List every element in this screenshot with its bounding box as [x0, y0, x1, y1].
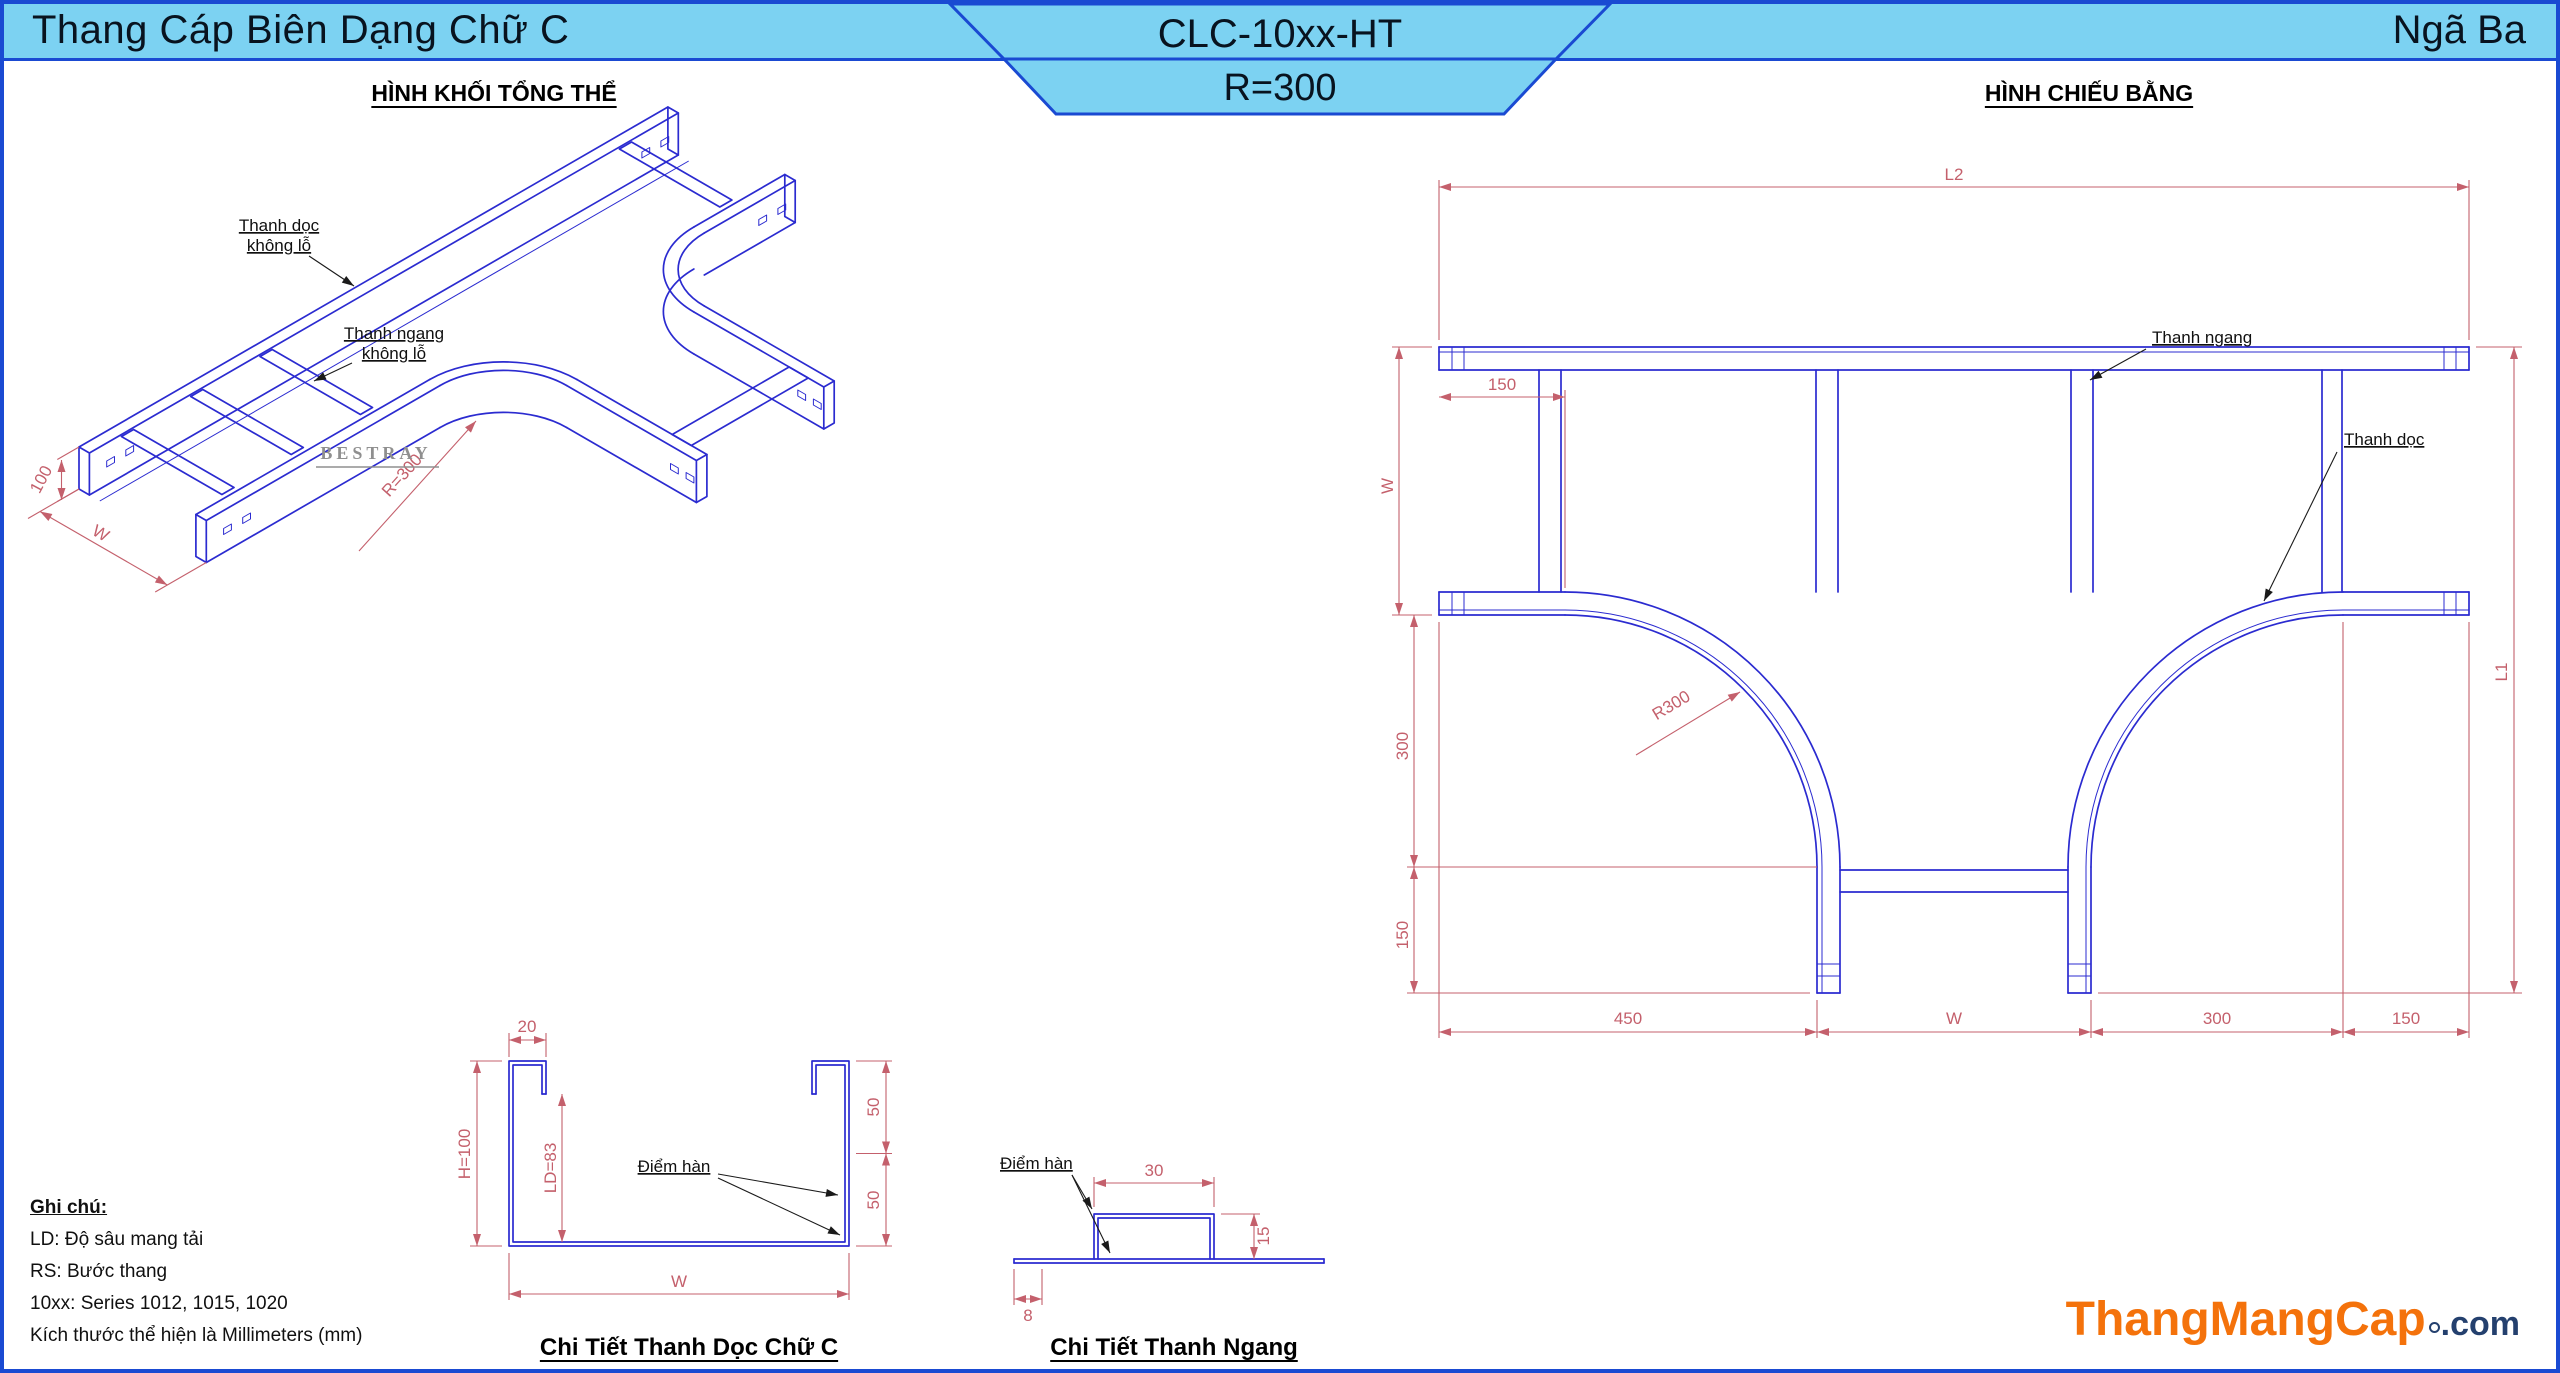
- svg-text:W: W: [1946, 1009, 1962, 1028]
- plan-corner-curves: [1564, 591, 2344, 868]
- model-banner-bottom-shape: [1000, 57, 1560, 116]
- iso-slot-holes: [106, 136, 822, 535]
- c-profile-outline: [508, 1060, 850, 1247]
- plan-dim-r300: R300: [1635, 687, 1741, 756]
- radius-code: R=300: [1223, 67, 1336, 109]
- plan-top-rail: [1438, 346, 2470, 371]
- svg-text:150: 150: [1393, 921, 1412, 949]
- svg-text:LD=83: LD=83: [541, 1143, 560, 1194]
- plan-branch-rails: [1816, 866, 2092, 994]
- rung-dim-8: 8: [1013, 1269, 1043, 1325]
- plan-dim-150-top: 150: [1439, 375, 1566, 588]
- rung-weld-label: Điểm hàn: [1000, 1154, 1111, 1254]
- model-code: CLC-10xx-HT: [1158, 12, 1402, 56]
- notes-title: Ghi chú:: [30, 1197, 108, 1218]
- iso-branch-rung: [671, 366, 810, 447]
- iso-label-rung-line1: Thanh ngang: [344, 324, 444, 343]
- plan-dim-w-left: W: [1378, 346, 1432, 616]
- company-logo-text: ThangMangCap: [2065, 1293, 2426, 1346]
- iso-labels: Thanh dọc không lỗ Thanh ngang không lỗ …: [239, 216, 444, 468]
- iso-view-drawing: 100 W R=300 Thanh dọc không lỗ Thanh nga…: [26, 106, 836, 593]
- svg-text:L2: L2: [1945, 165, 1964, 184]
- sheet-subtitle: Ngã Ba: [2392, 8, 2526, 52]
- detail-c-title: Chi Tiết Thanh Dọc Chữ C: [539, 1334, 839, 1361]
- iso-label-rail-line2: không lỗ: [247, 236, 311, 255]
- svg-text:Điểm hàn: Điểm hàn: [1000, 1154, 1073, 1173]
- plan-dims-bottom: 450 W 300 150: [1438, 622, 2470, 1038]
- bestray-logo: BESTRAY: [320, 443, 431, 463]
- c-dim-lip: 20: [508, 1017, 547, 1057]
- sheet-title: Thang Cáp Biên Dạng Chữ C: [32, 8, 570, 52]
- c-dim-height: H=100: [455, 1060, 502, 1247]
- iso-branch-left-rail: [565, 378, 708, 504]
- note-line: RS: Bước thang: [30, 1261, 168, 1282]
- plan-dim-150-left: 150: [1393, 867, 1810, 994]
- c-dim-load-depth: LD=83: [541, 1094, 566, 1242]
- svg-text:15: 15: [1254, 1227, 1273, 1246]
- c-dim-50s: 50 50: [856, 1060, 892, 1247]
- detail-rung-title: Chi Tiết Thanh Ngang: [1050, 1334, 1298, 1361]
- svg-text:50: 50: [864, 1191, 883, 1210]
- plan-view-title: HÌNH CHIẾU BẰNG: [1984, 80, 2194, 106]
- rung-dim-15: 15: [1221, 1213, 1273, 1259]
- svg-text:Điểm hàn: Điểm hàn: [638, 1157, 711, 1176]
- iso-label-rail-line1: Thanh dọc: [239, 216, 320, 235]
- detail-c-drawing: 20 H=100 LD=83 50 50 W Điểm hà: [455, 1017, 892, 1300]
- rung-dim-30: 30: [1093, 1161, 1215, 1207]
- svg-text:150: 150: [2392, 1009, 2420, 1028]
- plan-label-rail: Thanh dọc: [2344, 430, 2425, 449]
- svg-text:300: 300: [2203, 1009, 2231, 1028]
- iso-far-rail: [78, 106, 689, 502]
- rung-profile-outline: [1013, 1213, 1325, 1264]
- detail-rung-drawing: 30 15 8 Điểm hàn: [1000, 1154, 1325, 1325]
- plan-view-drawing: L2 W 150 300 150 R300: [1378, 165, 2522, 1038]
- plan-bottom-rail: [1438, 591, 2470, 616]
- svg-text:20: 20: [518, 1017, 537, 1036]
- svg-text:300: 300: [1393, 732, 1412, 760]
- logo-mark: [2428, 1322, 2440, 1333]
- svg-text:W: W: [1378, 478, 1397, 494]
- svg-text:100: 100: [26, 462, 56, 496]
- iso-view-title: HÌNH KHỐI TỔNG THỂ: [371, 80, 617, 106]
- note-line: Kích thước thể hiện là Millimeters (mm): [30, 1325, 363, 1346]
- iso-near-rail-right: [693, 173, 797, 276]
- svg-text:150: 150: [1488, 375, 1516, 394]
- plan-rungs: [1538, 369, 2343, 893]
- company-logo-suffix: .com: [2440, 1305, 2520, 1343]
- svg-text:H=100: H=100: [455, 1129, 474, 1180]
- plan-label-rung: Thanh ngang: [2152, 328, 2252, 347]
- svg-text:30: 30: [1145, 1161, 1164, 1180]
- iso-dim-width: W: [27, 488, 207, 593]
- iso-label-rung-line2: không lỗ: [362, 344, 426, 363]
- plan-labels: Thanh ngang Thanh dọc: [2089, 328, 2425, 602]
- note-line: 10xx: Series 1012, 1015, 1020: [30, 1293, 288, 1314]
- plan-dim-l1: L1: [2098, 346, 2522, 994]
- plan-dim-l2: L2: [1438, 165, 2470, 340]
- svg-text:50: 50: [864, 1098, 883, 1117]
- c-weld-label: Điểm hàn: [638, 1157, 841, 1236]
- svg-text:W: W: [671, 1272, 687, 1291]
- svg-text:R300: R300: [1649, 687, 1694, 724]
- model-banner: CLC-10xx-HT R=300: [947, 4, 1613, 116]
- iso-rungs: [120, 141, 810, 496]
- company-logo: ThangMangCap .com: [2066, 1292, 2520, 1347]
- iso-junction-curves: [428, 226, 706, 429]
- svg-text:8: 8: [1023, 1306, 1032, 1325]
- c-dim-width: W: [508, 1253, 850, 1300]
- note-line: LD: Độ sâu mang tải: [30, 1229, 204, 1250]
- svg-text:L1: L1: [2492, 663, 2511, 682]
- svg-text:450: 450: [1614, 1009, 1642, 1028]
- notes-block: Ghi chú: LD: Độ sâu mang tải RS: Bước th…: [30, 1192, 362, 1352]
- plan-dim-300-left: 300: [1393, 615, 1817, 868]
